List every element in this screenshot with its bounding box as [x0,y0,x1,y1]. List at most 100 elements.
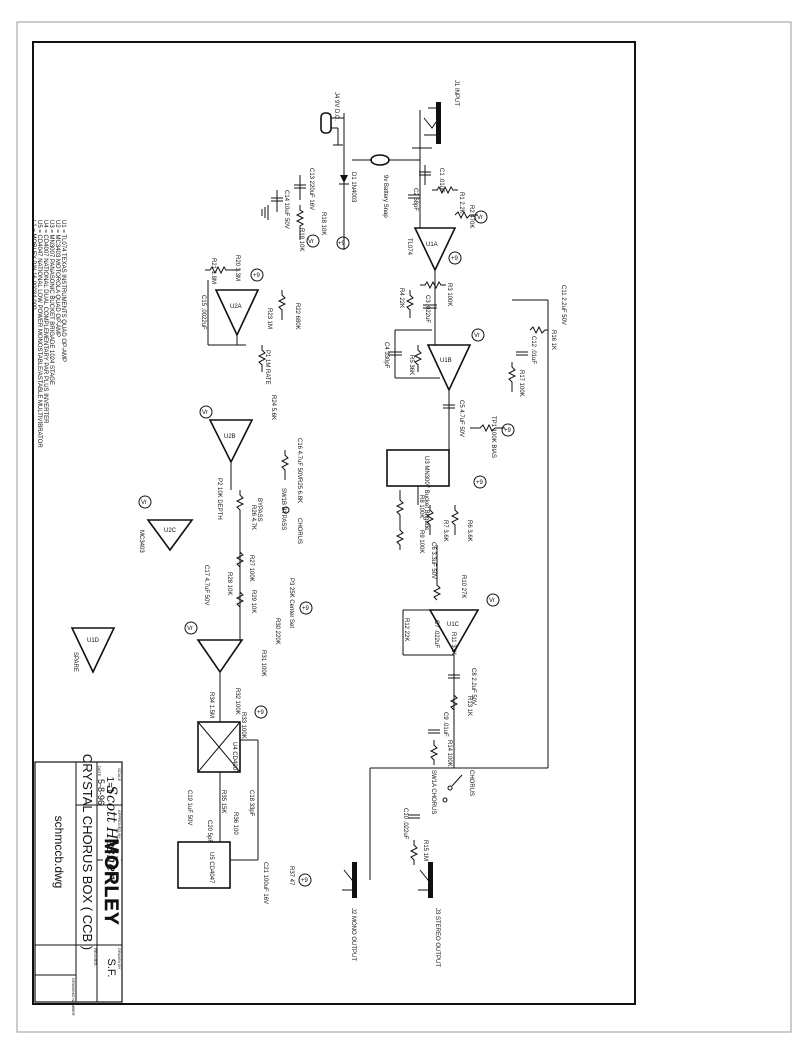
drawing-number-label: DRAWING NUMBER [71,978,76,1016]
note-line: U1 = TL074 TEXAS INSTRUMENTS QUAD OP-AMP [60,220,66,362]
cap-c15-label: C15 .0022uF [200,295,206,330]
ic-u3-label: U3 MN3007 Bucket Brigade [423,456,429,531]
scale-label: SCALE [117,768,122,781]
rail-vr: Vr [474,333,480,339]
jack-j1-label: J1 INPUT [453,80,459,106]
resistor-r3-label: R3 100K [446,283,452,306]
lfo-section: +9 R20 3.3M R21 1.8M U2A C15 .0022uF R22… [138,255,313,677]
note-line: U4 = CD4007 NATIONAL DUAL COMPLEMENTARY … [42,220,48,424]
rail-plus9: +9 [504,428,512,434]
ic-u5 [177,841,231,889]
cap-c7-label: C7 .022uF [433,620,439,648]
resistor-r28-label: R28 10K [226,572,232,595]
cap-c17-label: C17 4.7uF 50V [203,565,209,605]
resistor-r30-label: R30 220K [274,618,280,645]
opamp-u2a [214,289,260,337]
resistor-r2-label: R2 470K [468,205,474,228]
rail-plus9: +9 [302,606,310,612]
switch-chorus-label-2: CHORUS [296,518,302,544]
battery-snap-label: 9v Battery Snap [382,175,388,218]
resistor-r6-label: R6 3.6K [466,520,472,542]
resistor-r21-label: R21 1.8M [210,258,216,284]
cap-c2-label: C2 68pF [412,188,418,211]
opamp-u1b-label: U1B [440,358,452,364]
opamp-u2c [146,519,194,552]
tl074-label: TL074 [406,238,412,256]
resistor-r10-label: R10 27K [460,575,466,598]
company-logo: MORLEY [100,838,121,925]
scale-value: 1=1 [104,777,115,794]
resistor-r35-label: R35 15K [220,790,226,813]
opamp-u2c-label: U2C [164,528,177,534]
cap-c19-label: C19 1uF 50V [186,790,192,825]
resistor-r29-label: R29 10K [250,590,256,613]
cap-c8-label: C8 2.2uF 50V [470,668,476,705]
resistor-r16-label: R16 1K [550,330,556,350]
rail-vr: Vr [308,239,314,245]
jack-j2-label: J2 MONO OUTPUT [350,908,356,961]
resistor-r5-label: R5 36K [408,355,414,375]
pot-p3-label: P3 25K Center Set [288,578,294,628]
pot-p2-label: P2 10K DEPTH [216,478,222,520]
cap-c5-label: C5 4.7uF 50V [458,400,464,437]
rail-vr: Vr [187,626,193,632]
cap-c13-label: C13 220uF 16V [308,168,314,210]
trimpot-tp1-label: TP1 100K BIAS [490,416,496,458]
cap-c16-label: C16 4.7uF 50V [296,438,302,478]
date-value: 5-8-96 [96,779,106,805]
signal-wires [219,160,450,842]
ic-u5-label: U5 CD4047 [208,852,214,884]
ic-notes: U1 = TL074 TEXAS INSTRUMENTS QUAD OP-AMP… [30,220,66,448]
pot-p1-label: P1 1M RATE [264,350,270,385]
resistor-r33-label: R33 100K [240,712,246,739]
approved-signature: Scott Hesher [103,785,119,880]
note-line: U2 = MC3403 MOTOROLA QUAD OP-AMP [54,220,60,337]
cap-c6-label: C6 3.3uF 50V [430,542,436,579]
resistor-r24-label: R24 5.6K [270,395,276,420]
opamp-u2b [208,419,254,464]
cap-c21-label: C21 100uF 16V [262,862,268,904]
approved-label: APPROVED BY [117,810,122,839]
resistor-r37-label: R37 47 [288,866,294,886]
ic-u3 [386,449,450,487]
opamp-u2b-label: U2B [224,434,236,440]
opamp-u2a-label: U2A [230,304,242,310]
drawing-frame [32,41,636,1005]
drawn-value: S.F. [105,959,117,978]
resistor-r36-label: R36 100 [232,812,238,835]
page-border [16,21,792,1033]
rail-plus9: +9 [257,710,265,716]
resistor-r27-label: R27 100K [248,555,254,582]
note-line: U3 = MN3007 PANASONIC BUCKET BRIGADE 102… [48,220,54,385]
resistor-r34-label: R34 1.5M [208,692,214,718]
power-section: J4 9V D.C. 9v Battery Snap D1 1N4003 C13… [261,92,420,251]
resistor-r7-label: R7 3.6K [442,520,448,542]
rail-vr: Vr [489,598,495,604]
switch-sw1a-label: SW1A CHORUS [430,770,436,814]
opamp-u1a [413,227,457,272]
cap-c18-label: C18 33pF [248,790,254,817]
drawn-label: DRAWN BY [117,948,122,970]
resistor-r14-label: R14 100K [446,740,452,767]
resistor-r20-label: R20 3.3M [234,255,240,281]
cap-c4-label: C4 330pF [383,342,389,369]
rail-plus9: +9 [253,273,261,279]
resistor-r9-label: R9 100K [418,530,424,553]
resistor-r22-label: R22 680K [294,303,300,330]
title-block: MORLEY CRYSTAL CHORUS BOX ( CCB ) schmcc… [34,754,123,1016]
date-label: DATE [97,766,102,777]
drawing-filename: schmccb.dwg [52,816,66,889]
drawing-title: CRYSTAL CHORUS BOX ( CCB ) [80,754,95,950]
input-stage: J1 INPUT C1 .01uF R1 2.2K C2 68pF R2 470… [383,80,566,768]
jack-j4-label: J4 9V D.C. [333,92,339,121]
opamp-u1d [70,627,116,674]
resistor-r31-label: R31 100K [260,650,266,677]
resistor-r1-label: R1 2.2K [458,192,464,214]
resistor-r15-label: R15 1M [422,840,428,861]
switch-bypass-label: BYPASS [256,498,262,522]
jack-j3-label: J3 STEREO OUTPUT [434,908,440,967]
resistor-r12-label: R12 22K [403,618,409,641]
cap-c1-label: C1 .01uF [438,168,444,193]
clock-section: R32 100K R34 1.5M R33 100K +9 U4 CD4007 … [177,688,312,904]
ic-u4-label: U4 CD4007 [231,742,237,774]
